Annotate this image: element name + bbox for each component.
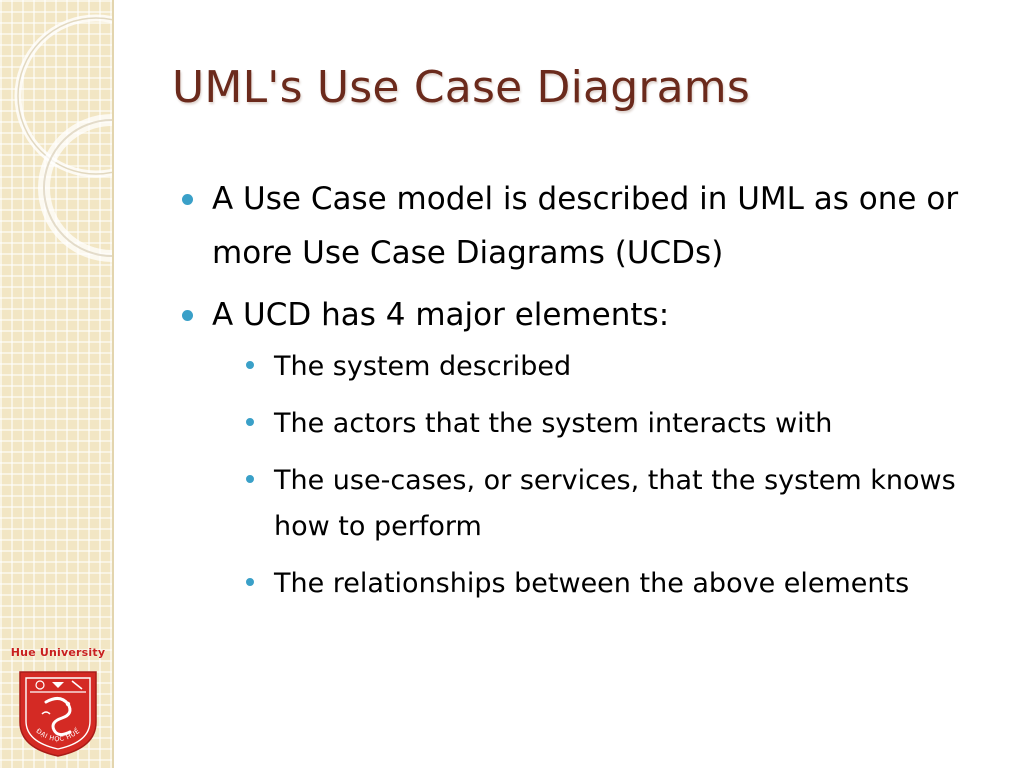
sub-bullet-text: The system described — [274, 351, 572, 382]
sub-bullet-item: The relationships between the above elem… — [212, 561, 1004, 607]
logo-label: Hue University — [10, 646, 106, 659]
sub-bullet-item: The use-cases, or services, that the sys… — [212, 458, 1004, 550]
sub-bullet-ring-icon — [246, 361, 254, 369]
sub-bullet-ring-icon — [246, 475, 254, 483]
university-logo: Hue University ĐẠI HỌC HUẾ — [8, 646, 108, 758]
sub-bullet-ring-icon — [246, 418, 254, 426]
slide-content: A Use Case model is described in UML as … — [182, 172, 1004, 618]
bullet-dot-icon — [182, 310, 193, 321]
sidebar-divider — [112, 0, 114, 768]
sub-bullet-text: The relationships between the above elem… — [274, 568, 910, 599]
bullet-dot-icon — [182, 194, 193, 205]
sub-bullet-list: The system described The actors that the… — [212, 344, 1004, 607]
decorative-circles — [14, 14, 112, 262]
bullet-text: A Use Case model is described in UML as … — [212, 181, 959, 271]
bullet-item: A Use Case model is described in UML as … — [182, 172, 1004, 280]
bullet-item: A UCD has 4 major elements: The system d… — [182, 288, 1004, 607]
sub-bullet-text: The use-cases, or services, that the sys… — [274, 465, 956, 542]
sub-bullet-ring-icon — [246, 578, 254, 586]
sub-bullet-item: The system described — [212, 344, 1004, 390]
decorative-sidebar — [0, 0, 112, 768]
slide-title: UML's Use Case Diagrams — [172, 62, 750, 113]
sub-bullet-item: The actors that the system interacts wit… — [212, 401, 1004, 447]
bullet-text: A UCD has 4 major elements: — [212, 297, 670, 333]
university-seal-icon: ĐẠI HỌC HUẾ — [19, 671, 97, 757]
sub-bullet-text: The actors that the system interacts wit… — [274, 408, 833, 439]
